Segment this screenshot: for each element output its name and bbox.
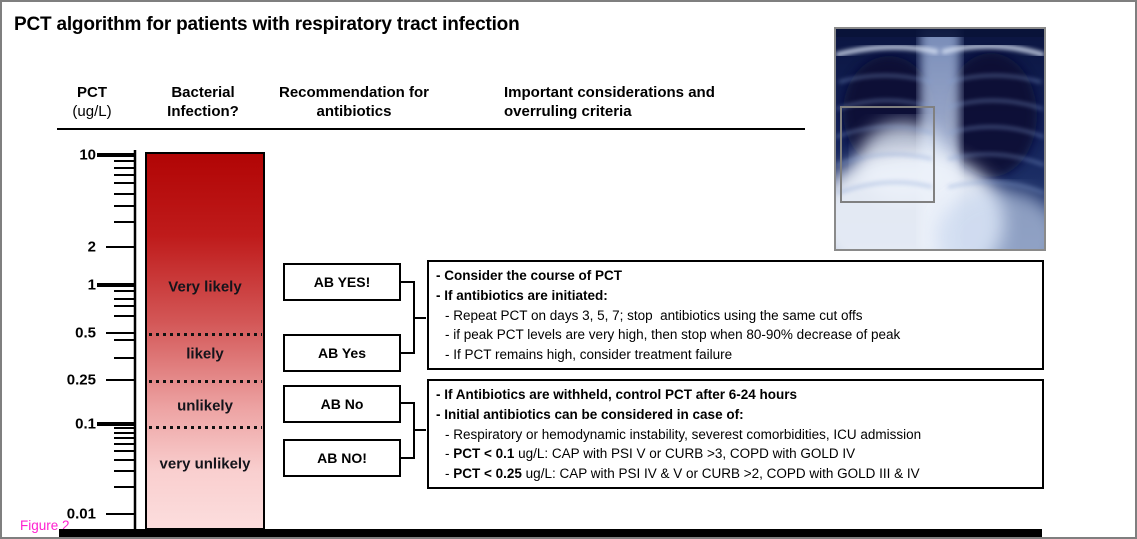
header-underline <box>57 128 805 130</box>
considerations-text-segment: - if peak PCT levels are very high, then… <box>445 327 901 343</box>
xray-border <box>834 27 1046 251</box>
cutoff-dotted-line-0.5 <box>149 333 262 336</box>
considerations-text-segment: ug/L: CAP with PSI V or CURB >3, COPD wi… <box>514 446 856 462</box>
antibiotic-recommendation-box: AB Yes <box>283 334 401 372</box>
considerations-text-segment: - If antibiotics are initiated: <box>436 287 608 303</box>
scale-tick-label-10: 10 <box>79 146 96 164</box>
considerations-text-segment: PCT < 0.1 <box>453 446 515 462</box>
connector-lines <box>401 281 426 459</box>
considerations-line: - Respiratory or hemodynamic instability… <box>436 425 1036 445</box>
considerations-text-segment: PCT < 0.25 <box>453 466 522 482</box>
bottom-black-bar <box>59 529 1042 537</box>
considerations-text-segment: - If PCT remains high, consider treatmen… <box>445 347 733 363</box>
chest-xray-image <box>834 27 1046 251</box>
cutoff-dotted-line-0.1 <box>149 426 262 429</box>
bacterial-likelihood-gradient-column <box>145 152 265 530</box>
column-header-bacterial-infection: Bacterial Infection? <box>160 83 246 121</box>
column-header-considerations: Important considerations and overruling … <box>504 83 804 121</box>
considerations-text-segment: - If Antibiotics are withheld, control P… <box>436 387 798 402</box>
considerations-line: - Consider the course of PCT <box>436 266 1036 286</box>
considerations-line: - if peak PCT levels are very high, then… <box>436 325 1036 345</box>
antibiotic-recommendation-box: AB No <box>283 385 401 423</box>
scale-tick-label-0.5: 0.5 <box>75 324 96 342</box>
pct-header-unit: (ug/L) <box>72 103 112 120</box>
considerations-header-line2: overruling criteria <box>504 103 632 120</box>
column-header-pct: PCT (ug/L) <box>56 83 128 121</box>
antibiotic-recommendation-box: AB NO! <box>283 439 401 477</box>
considerations-line: - PCT < 0.1 ug/L: CAP with PSI V or CURB… <box>436 444 1036 464</box>
bacterial-header-line2: Infection? <box>167 103 239 120</box>
considerations-box-2: - If Antibiotics are withheld, control P… <box>427 379 1044 489</box>
scale-tick-label-0.1: 0.1 <box>75 415 96 433</box>
figure-title: PCT algorithm for patients with respirat… <box>14 14 520 35</box>
considerations-text-segment: - Repeat PCT on days 3, 5, 7; stop antib… <box>445 307 863 323</box>
xray-lower-right-glow <box>937 189 1046 251</box>
considerations-line: - If PCT remains high, consider treatmen… <box>436 345 1036 365</box>
recommendation-header-line1: Recommendation for <box>278 84 429 101</box>
likelihood-zone-label: very unlikely <box>159 455 251 473</box>
likelihood-zone-label: unlikely <box>177 397 233 415</box>
considerations-text-segment: - Respiratory or hemodynamic instability… <box>445 426 922 442</box>
considerations-text-segment: - <box>445 446 454 462</box>
bracket-upper <box>401 281 415 354</box>
antibiotic-recommendation-box: AB YES! <box>283 263 401 301</box>
considerations-box-1: - Consider the course of PCT - If antibio… <box>427 260 1044 370</box>
xray-roi-rectangle <box>840 106 935 203</box>
bacterial-header-line1: Bacterial <box>171 84 235 101</box>
likelihood-zone-label: likely <box>186 345 224 363</box>
pct-header-line1: PCT <box>77 84 107 101</box>
xray-top-shadow <box>834 27 1046 37</box>
considerations-text-segment: - Initial antibiotics can be considered … <box>436 406 744 422</box>
scale-tick-label-0.25: 0.25 <box>66 371 96 389</box>
considerations-line: - PCT < 0.25 ug/L: CAP with PSI IV & V o… <box>436 464 1036 484</box>
considerations-text-segment: - <box>445 466 454 482</box>
xray-clavicles <box>835 43 1045 58</box>
considerations-line: - If Antibiotics are withheld, control P… <box>436 385 1036 405</box>
bracket-lower <box>401 402 415 459</box>
considerations-text-segment: ug/L: CAP with PSI IV & V or CURB >2, CO… <box>521 466 920 482</box>
considerations-line: - If antibiotics are initiated: <box>436 286 1036 306</box>
considerations-header-line1: Important considerations and <box>504 84 715 101</box>
scale-tick-label-0.01: 0.01 <box>66 505 96 523</box>
cutoff-dotted-line-0.25 <box>149 380 262 383</box>
recommendation-header-line2: antibiotics <box>316 103 392 120</box>
considerations-text-segment: - Consider the course of PCT <box>436 268 623 283</box>
scale-tick-label-1: 1 <box>87 276 96 294</box>
xray-right-lung-field <box>945 53 1037 177</box>
considerations-line: - Repeat PCT on days 3, 5, 7; stop antib… <box>436 306 1036 326</box>
column-header-recommendation: Recommendation for antibiotics <box>270 83 438 121</box>
xray-ribs <box>835 74 1045 195</box>
considerations-line: - Initial antibiotics can be considered … <box>436 405 1036 425</box>
log-scale-ticks <box>97 150 137 531</box>
scale-tick-label-2: 2 <box>87 238 96 256</box>
likelihood-zone-label: Very likely <box>168 278 242 296</box>
figure-number-label: Figure 2 <box>20 518 70 533</box>
